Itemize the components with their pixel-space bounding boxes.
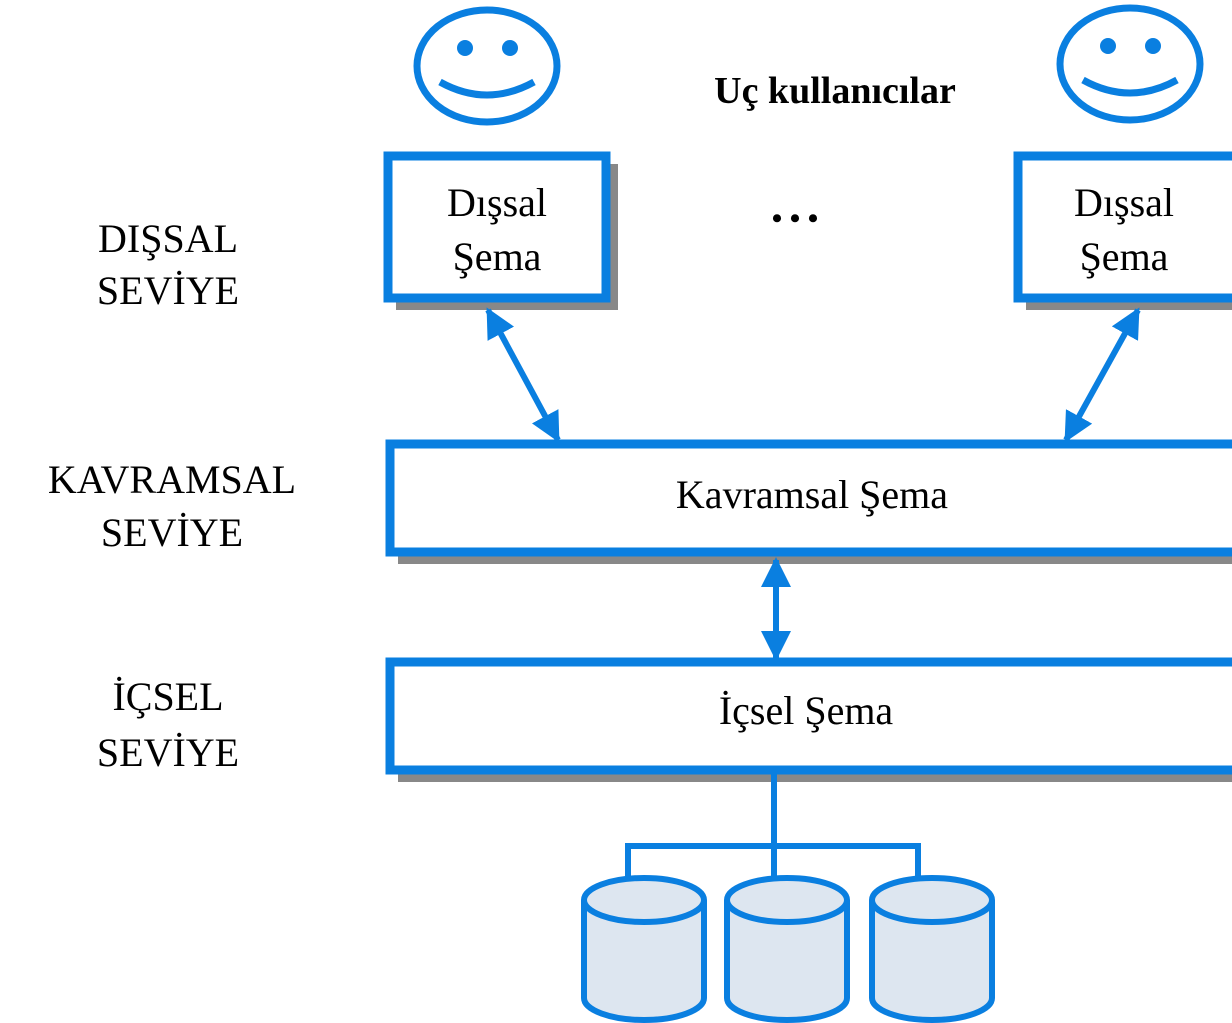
storage-connector [625, 774, 921, 890]
conceptual-schema-box: Kavramsal Şema [385, 439, 1232, 564]
level-label-line: DIŞSAL [98, 216, 238, 261]
level-label-line: KAVRAMSAL [48, 457, 296, 502]
diagram-title: Uç kullanıcılar [714, 70, 956, 112]
database-icon [869, 875, 995, 1023]
level-label-line: SEVİYE [97, 730, 239, 775]
box-label: İçsel Şema [719, 688, 894, 733]
mapping-arrow [485, 307, 561, 443]
database-icon [724, 875, 850, 1023]
database-icon [581, 875, 707, 1023]
box-label: Dışsal [1074, 180, 1174, 225]
box-label: Şema [453, 234, 542, 279]
level-label-line: SEVİYE [101, 510, 243, 555]
ellipsis: • • • [772, 202, 819, 235]
level-label-line: İÇSEL [112, 674, 223, 719]
smiley-icon [1056, 4, 1204, 124]
box-label: Kavramsal Şema [676, 472, 948, 517]
level-label-internal: İÇSEL SEVİYE [97, 674, 239, 775]
mapping-arrow [1063, 307, 1141, 443]
box-label: Şema [1080, 234, 1169, 279]
smiley-icon [413, 6, 561, 126]
level-label-line: SEVİYE [97, 268, 239, 313]
external-schema-box-left: Dışsal Şema [383, 151, 618, 310]
internal-schema-box: İçsel Şema [385, 657, 1232, 782]
level-label-external: DIŞSAL SEVİYE [97, 216, 239, 313]
box-label: Dışsal [447, 180, 547, 225]
external-schema-box-right: Dışsal Şema [1013, 151, 1232, 310]
level-label-conceptual: KAVRAMSAL SEVİYE [48, 457, 296, 555]
